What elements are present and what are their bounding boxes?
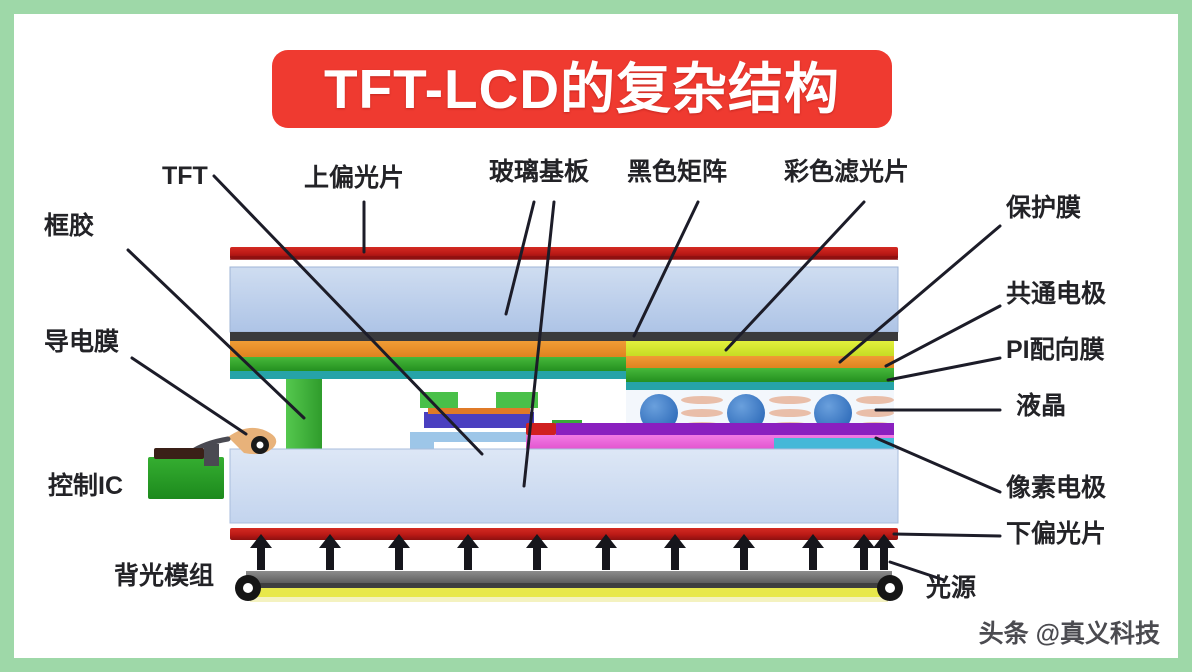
leader-pixel-electrode xyxy=(874,436,1002,494)
pixel-electrode-layer xyxy=(526,423,894,450)
tft-insulator xyxy=(434,442,530,450)
watermark: 头条 @真义科技 xyxy=(978,620,1160,648)
light-arrow xyxy=(595,534,617,570)
label-protective-film: 保护膜 xyxy=(1006,194,1082,222)
leader-color-filter xyxy=(724,200,866,352)
pixel-electrode-ito-segment xyxy=(774,438,894,450)
leader-black-matrix xyxy=(632,200,700,338)
label-conductive-film: 导电膜 xyxy=(44,328,120,356)
light-arrow xyxy=(388,534,410,570)
label-common-electrode: 共通电极 xyxy=(1006,280,1107,308)
tft-source-electrode xyxy=(420,392,458,408)
protective-film-layer xyxy=(230,341,894,368)
label-black-matrix: 黑色矩阵 xyxy=(627,158,728,186)
label-upper-polarizer: 上偏光片 xyxy=(304,164,405,192)
light-arrow xyxy=(319,534,341,570)
black-matrix-layer xyxy=(230,332,898,341)
label-color-filter: 彩色滤光片 xyxy=(784,158,910,186)
light-arrow xyxy=(873,534,895,570)
light-guide-strip xyxy=(250,588,888,597)
tft-drain-electrode xyxy=(496,392,538,408)
backlight-arrows xyxy=(250,534,895,570)
light-arrow xyxy=(457,534,479,570)
leader-light-source xyxy=(888,560,946,582)
leader-frame-sealant xyxy=(126,248,306,420)
light-arrow xyxy=(250,534,272,570)
label-tft: TFT xyxy=(162,162,208,190)
label-backlight-module: 背光模组 xyxy=(114,562,215,590)
liquid-crystal-spacer xyxy=(814,394,852,432)
tft-gate-electrode xyxy=(424,412,534,428)
light-arrow xyxy=(526,534,548,570)
title-badge: TFT-LCD的复杂结构 xyxy=(272,50,892,128)
label-frame-sealant: 框胶 xyxy=(44,212,95,240)
liquid-crystal-spacer xyxy=(727,394,765,432)
leader-pi-film xyxy=(886,356,1002,382)
leader-protective-film xyxy=(838,224,1002,364)
label-pixel-electrode: 像素电极 xyxy=(1006,474,1107,502)
leader-common-electrode xyxy=(884,304,1002,368)
label-lower-polarizer: 下偏光片 xyxy=(1006,520,1107,548)
label-liquid-crystal: 液晶 xyxy=(1016,392,1067,420)
leader-conductive-film xyxy=(130,356,248,436)
leader-lower-polarizer xyxy=(892,532,1002,538)
upper-glass-substrate-layer xyxy=(229,266,899,333)
label-light-source: 光源 xyxy=(926,574,977,602)
diagram-canvas: TFT-LCD的复杂结构 xyxy=(14,14,1178,658)
label-glass-substrate: 玻璃基板 xyxy=(489,158,590,186)
page-title: TFT-LCD的复杂结构 xyxy=(323,57,841,120)
common-electrode-layer xyxy=(230,357,894,382)
leader-glass-lower xyxy=(522,200,556,488)
light-arrow xyxy=(733,534,755,570)
leader-tft xyxy=(212,174,484,456)
color-filter-layer xyxy=(617,340,894,356)
label-control-ic: 控制IC xyxy=(48,472,124,500)
upper-polarizer-layer xyxy=(230,247,898,260)
lower-glass-substrate-layer xyxy=(229,448,899,524)
light-arrow xyxy=(802,534,824,570)
backlight-module xyxy=(235,571,903,602)
control-ic xyxy=(148,444,224,499)
tft-channel xyxy=(458,394,496,408)
leader-glass-upper xyxy=(504,200,536,316)
tft-lcd-cross-section-illustration xyxy=(126,174,1002,602)
light-arrow xyxy=(664,534,686,570)
light-arrow xyxy=(853,534,875,570)
liquid-crystal-spacer xyxy=(640,394,678,432)
pi-alignment-film-upper-layer xyxy=(230,371,894,390)
label-pi-alignment-film: PI配向膜 xyxy=(1006,336,1105,364)
leader-lines xyxy=(126,174,1002,582)
